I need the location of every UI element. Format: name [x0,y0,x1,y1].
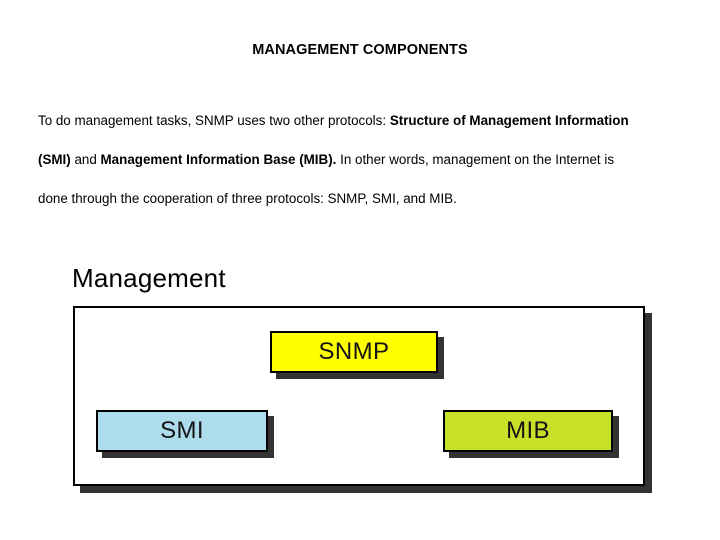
diagram-box-smi: SMI [96,410,268,452]
body-text-segment-bold: Management Information Base (MIB). [100,152,337,167]
diagram-container-label: Management [72,263,226,293]
diagram-box-mib: MIB [443,410,613,452]
body-text-segment: To do management tasks, SNMP uses two ot… [38,113,390,128]
diagram-box-snmp: SNMP [270,331,438,373]
diagram-box-mib-label: MIB [506,417,550,444]
body-text-segment-bold: Structure of Management Information [389,113,629,128]
body-paragraph: To do management tasks, SNMP uses two ot… [38,101,688,218]
body-text-segment: In other words, management on the Intern… [336,152,615,167]
body-line: done through the cooperation of three pr… [38,179,688,218]
body-line: (SMI) and Management Information Base (M… [38,140,688,179]
diagram-box-smi-label: SMI [160,417,204,444]
body-text-segment: and [70,152,101,167]
body-text-segment-bold: (SMI) [38,152,71,167]
diagram-box-snmp-label: SNMP [318,338,390,365]
body-line: To do management tasks, SNMP uses two ot… [38,101,688,140]
body-text-segment: done through the cooperation of three pr… [38,191,457,206]
page-title: MANAGEMENT COMPONENTS [252,42,468,58]
